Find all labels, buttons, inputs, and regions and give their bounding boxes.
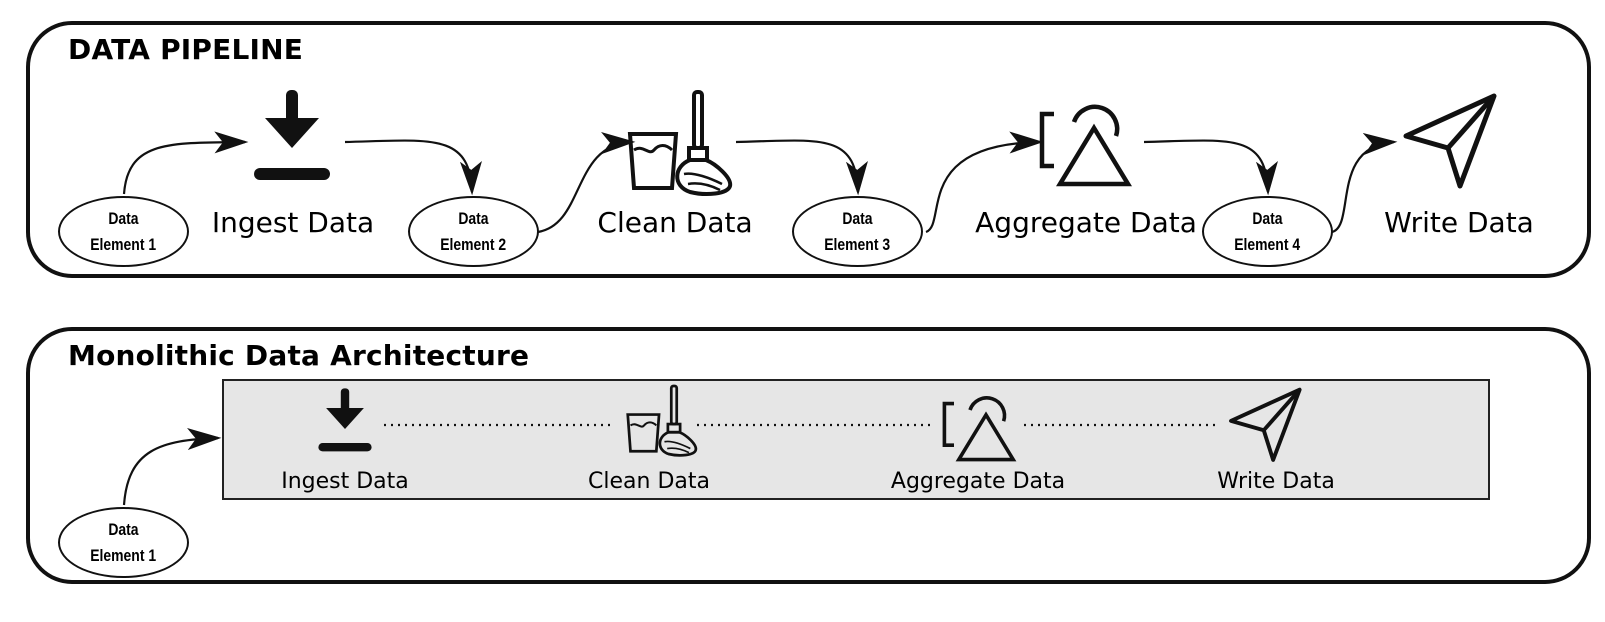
data-element-2: Data Element 2 [408,196,539,267]
data-element-line1: Data [458,208,489,228]
data-element-line1: Data [108,208,139,228]
data-element-line2: Element 4 [1234,234,1301,254]
aggregate-icon [942,396,1016,462]
data-element-4: Data Element 4 [1202,196,1333,267]
monolithic-title: Monolithic Data Architecture [68,339,530,372]
data-pipeline-panel [26,21,1591,278]
send-icon [1406,96,1494,186]
arrow-clean-to-element3 [735,139,868,196]
monolith-label-ingest: Ingest Data [281,469,409,494]
bucket-mop-icon [628,90,733,196]
arrow-element1-to-monolith [122,428,222,506]
data-element-line2: Element 3 [824,234,891,254]
data-element-line1: Data [1252,208,1283,228]
arrow-element3-to-aggregate [925,131,1044,234]
data-element-line1: Data [842,208,873,228]
stage-label-ingest: Ingest Data [211,206,375,239]
stage-label-clean: Clean Data [597,206,753,239]
monolith-label-aggregate: Aggregate Data [890,469,1066,494]
send-icon [1229,387,1302,462]
data-element-line2: Element 1 [90,234,157,254]
data-element-1: Data Element 1 [58,196,189,267]
arrow-element4-to-write [1331,132,1398,234]
stage-label-aggregate: Aggregate Data [975,206,1197,239]
monolith-label-write: Write Data [1217,469,1335,494]
arrow-element2-to-clean [537,132,636,234]
arrow-element1-to-ingest [122,131,249,195]
monolithic-panel [26,327,1591,584]
arrow-ingest-to-element2 [344,139,482,196]
download-icon [254,90,330,180]
download-icon [318,388,372,452]
data-element-line1: Data [108,519,139,539]
aggregate-icon [1042,107,1128,184]
arrow-aggregate-to-element4 [1143,139,1278,196]
bucket-mop-icon [626,384,698,457]
data-pipeline-title: DATA PIPELINE [68,33,304,66]
data-element-line2: Element 2 [440,234,507,254]
stage-label-write: Write Data [1384,206,1534,239]
data-element-line2: Element 1 [90,545,157,565]
data-element-3: Data Element 3 [792,196,923,267]
monolith-label-clean: Clean Data [588,469,710,494]
data-element-1: Data Element 1 [58,507,189,578]
